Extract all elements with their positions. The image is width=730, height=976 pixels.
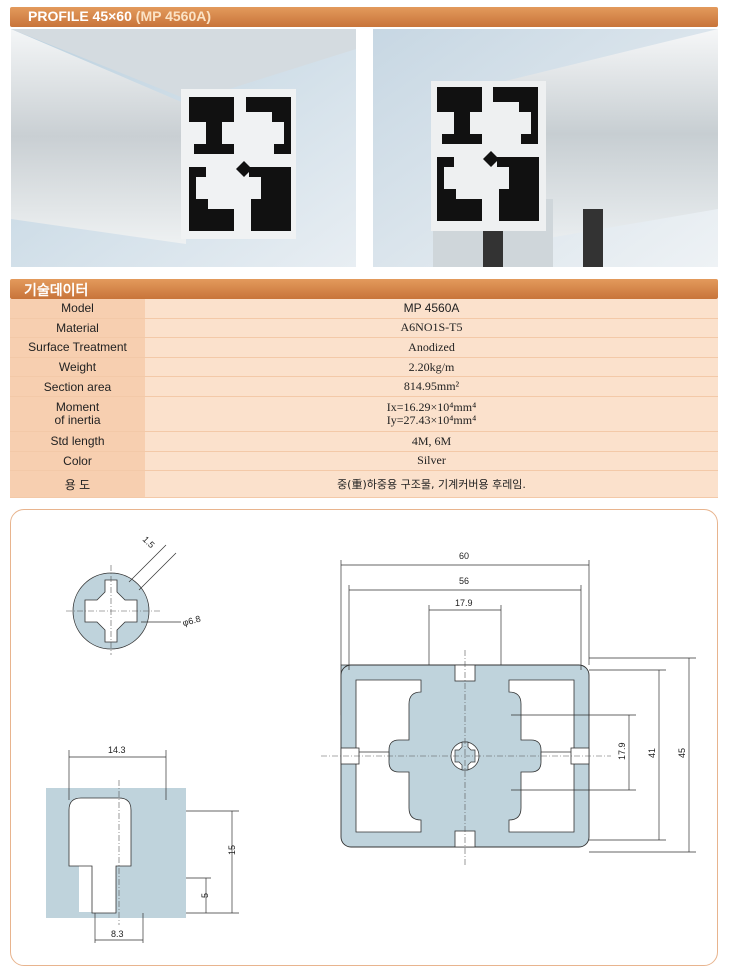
svg-text:17.9: 17.9 [617, 742, 627, 760]
specs-section-title: 기술데이터 [24, 282, 89, 298]
svg-text:41: 41 [647, 748, 657, 758]
profile-title: PROFILE 45×60 (MP 4560A) [28, 8, 211, 24]
technical-drawing-panel: 1.5 φ6.8 14.3 8.3 15 5 [10, 509, 718, 966]
product-photo-right [373, 29, 718, 267]
product-photo-left [11, 29, 356, 267]
svg-text:14.3: 14.3 [108, 745, 126, 755]
svg-text:5: 5 [200, 893, 210, 898]
svg-text:17.9: 17.9 [455, 598, 473, 608]
slot-detail-drawing: 14.3 8.3 15 5 [46, 745, 239, 943]
svg-text:45: 45 [677, 748, 687, 758]
specs-header-bar: 기술데이터 [10, 279, 718, 299]
main-profile-drawing: 60 56 17.9 17.9 41 45 [321, 551, 696, 865]
svg-text:15: 15 [227, 845, 237, 855]
core-detail-drawing: 1.5 φ6.8 [66, 534, 202, 655]
profile-header-bar: PROFILE 45×60 (MP 4560A) [10, 7, 718, 27]
svg-text:60: 60 [459, 551, 469, 561]
svg-text:φ6.8: φ6.8 [181, 614, 201, 628]
svg-text:1.5: 1.5 [141, 534, 157, 550]
svg-text:56: 56 [459, 576, 469, 586]
svg-text:8.3: 8.3 [111, 929, 124, 939]
